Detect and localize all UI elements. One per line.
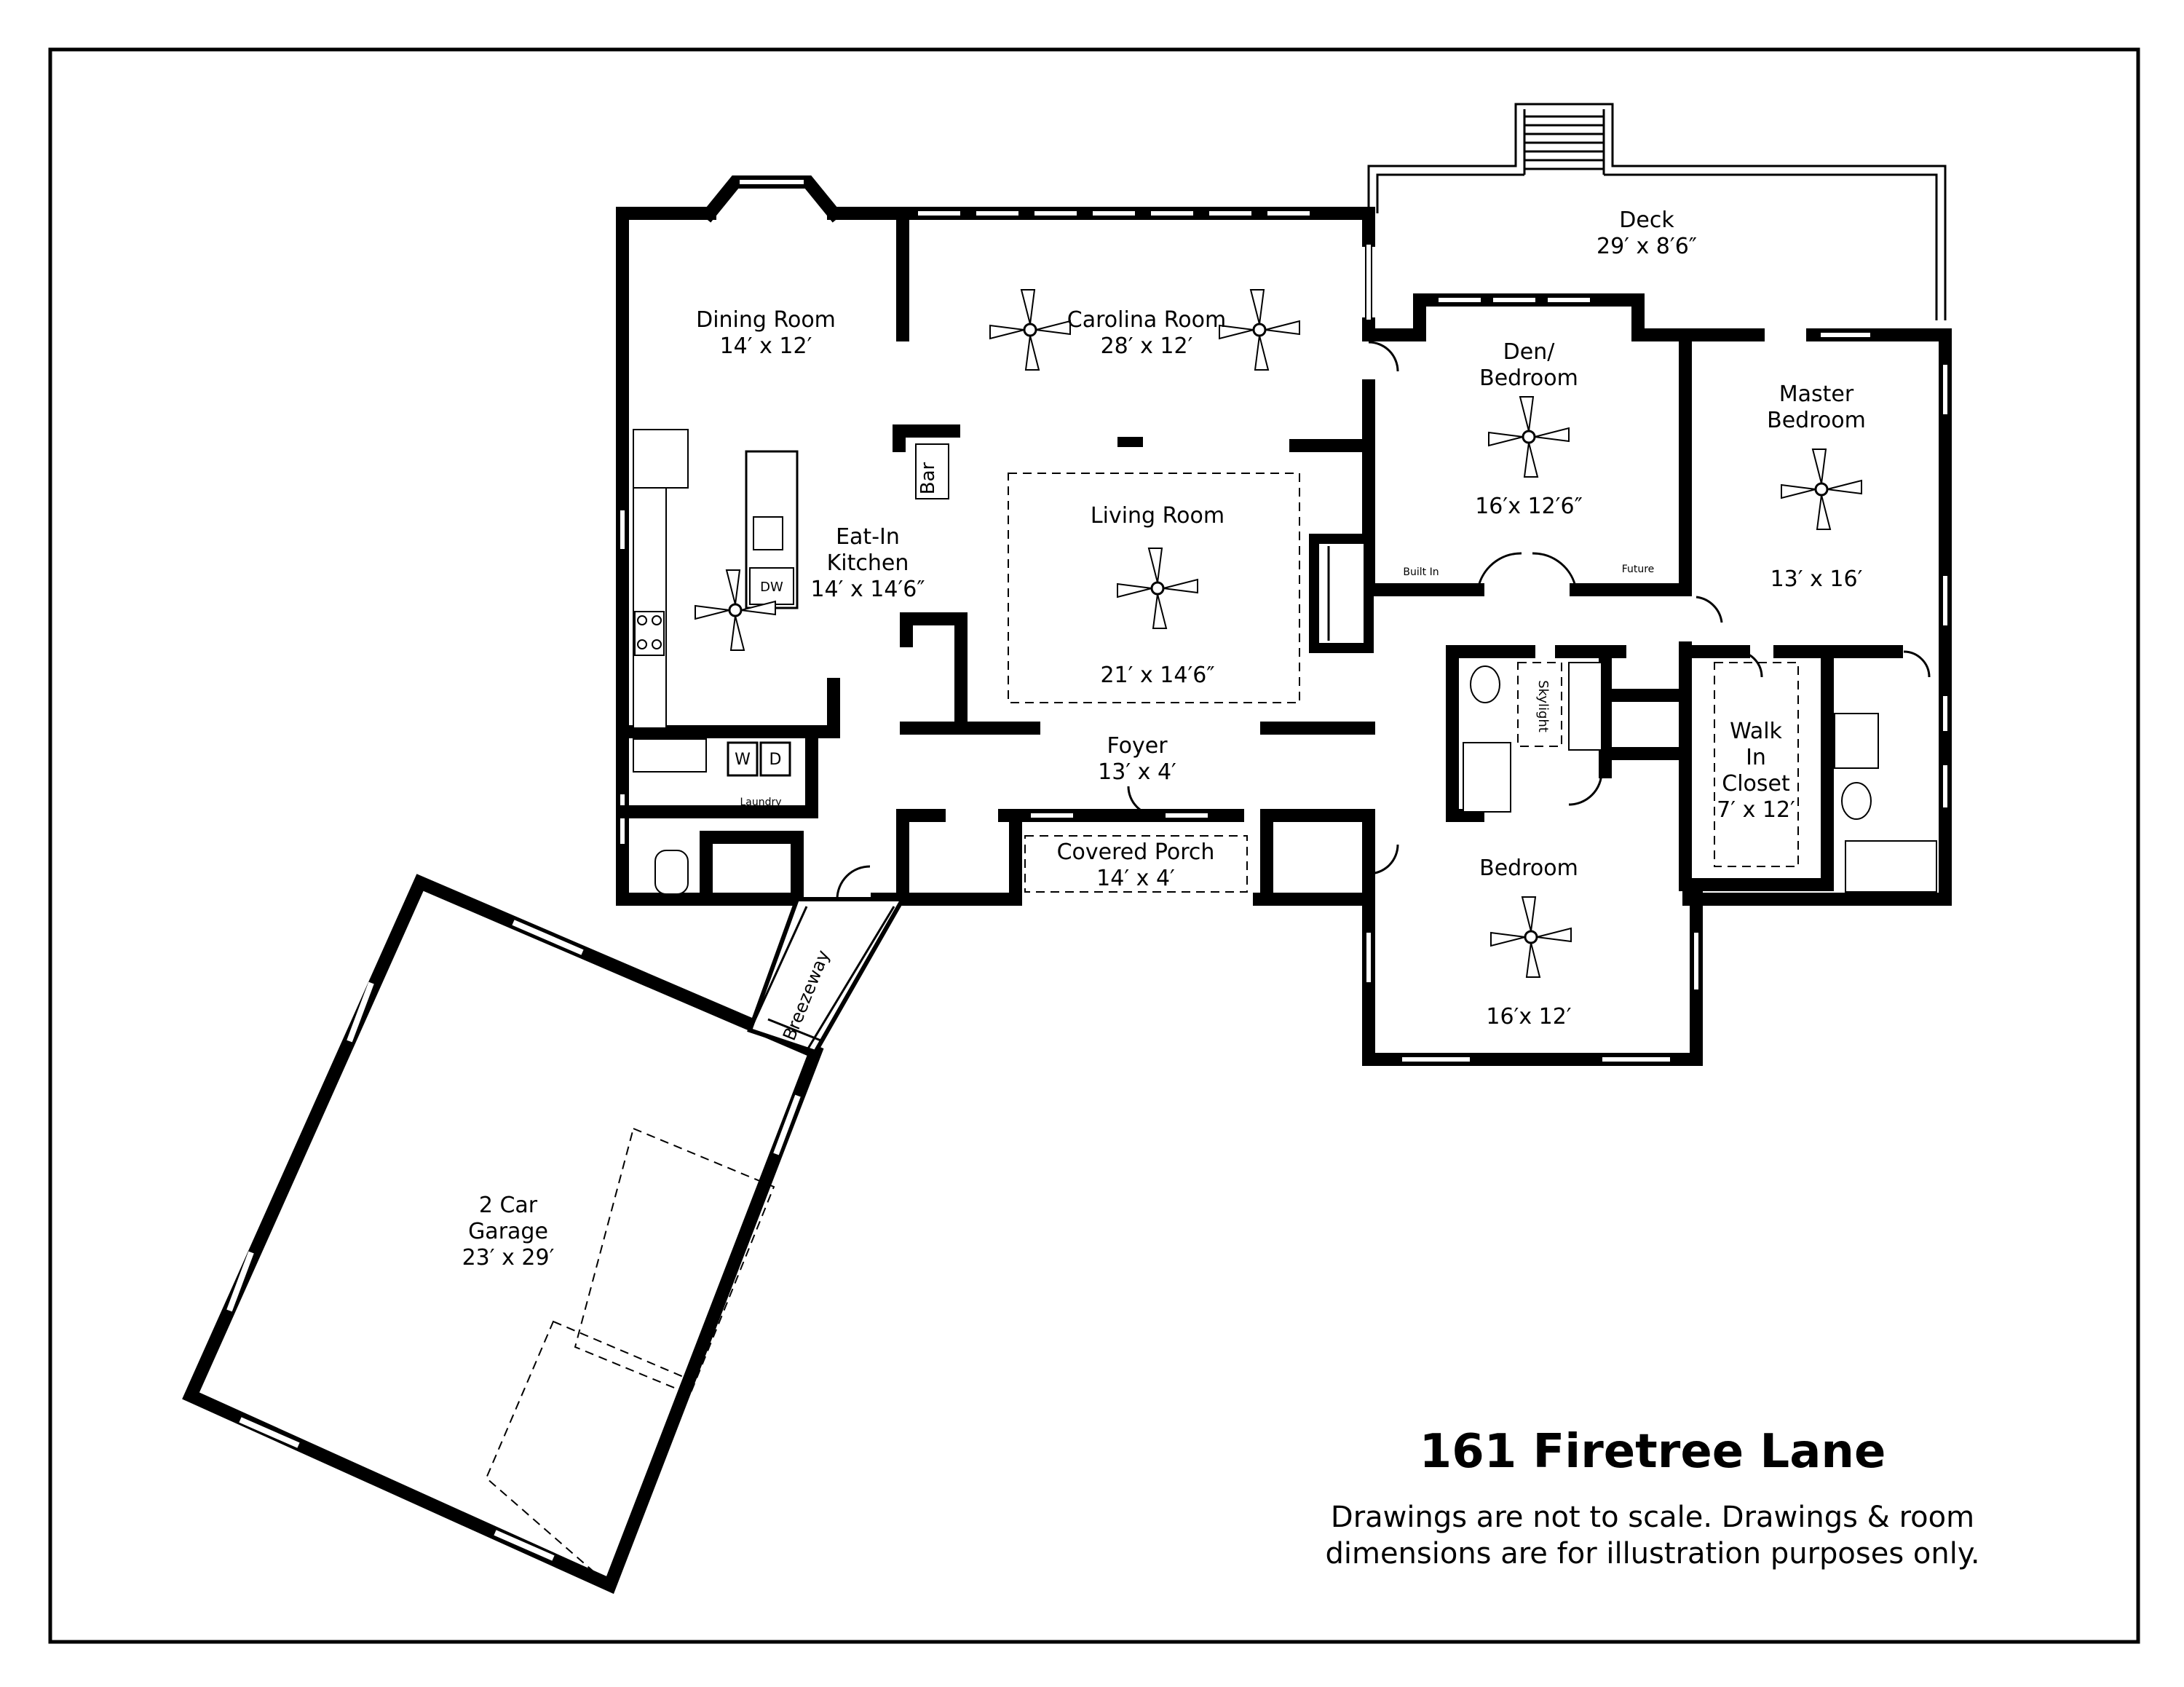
bar-label: Bar	[917, 462, 939, 494]
porch-size: 14′ x 4′	[1096, 866, 1175, 891]
dashed-outlines	[1008, 473, 1799, 893]
master-size: 13′ x 16′	[1770, 566, 1863, 592]
dishwasher-label: DW	[760, 580, 783, 595]
dryer-label: D	[769, 751, 782, 769]
garage-structure	[182, 874, 907, 1595]
bedroom-size: 16′x 12′	[1486, 1004, 1571, 1030]
washer-label: W	[735, 751, 751, 769]
skylight-label: Skylight	[1535, 680, 1551, 732]
future-label: Future	[1622, 564, 1655, 575]
fan-icon	[1781, 449, 1862, 530]
dining-room-size: 14′ x 12′	[720, 333, 812, 359]
fan-icon	[1219, 289, 1300, 371]
disclaimer-line-1: Drawings are not to scale. Drawings & ro…	[1331, 1501, 1974, 1534]
garage-size: 23′ x 29′	[462, 1245, 555, 1271]
den-name-line2: Bedroom	[1479, 366, 1578, 391]
porch-name: Covered Porch	[1057, 839, 1215, 865]
carolina-room-name: Carolina Room	[1067, 307, 1226, 333]
closet-name-line3: Closet	[1722, 771, 1790, 797]
closet-size: 7′ x 12′	[1717, 797, 1795, 823]
garage-name-line2: Garage	[468, 1219, 548, 1244]
page-border	[48, 47, 2140, 1644]
ceiling-fans	[695, 289, 1862, 978]
foyer-name: Foyer	[1107, 733, 1168, 759]
deck-size: 29′ x 8′6″	[1597, 234, 1697, 259]
fan-icon	[1117, 548, 1198, 629]
deck-stairs	[1524, 115, 1604, 170]
den-size: 16′x 12′6″	[1475, 494, 1583, 519]
garage-name-line1: 2 Car	[479, 1193, 538, 1218]
property-address: 161 Firetree Lane	[1420, 1425, 1886, 1479]
deck-outline	[1367, 103, 1947, 320]
bedroom-name: Bedroom	[1479, 856, 1578, 881]
closet-name-line2: In	[1746, 745, 1766, 770]
built-in-label: Built In	[1403, 566, 1439, 578]
master-name-line1: Master	[1779, 382, 1854, 407]
garage-parking-spaces	[485, 1127, 775, 1589]
bedroom-windows	[1365, 931, 1700, 1063]
room-labels: Dining Room 14′ x 12′ Carolina Room 28′ …	[462, 208, 1866, 1271]
deck-name: Deck	[1619, 208, 1674, 233]
bay-window	[700, 175, 843, 223]
bath-fixtures	[1463, 662, 1937, 893]
fixture-labels: Bar DW W D Laundry Skylight Built In Fut…	[735, 462, 1654, 808]
fan-icon	[989, 289, 1071, 371]
living-room-size: 21′ x 14′6″	[1100, 663, 1214, 688]
living-room-name: Living Room	[1091, 503, 1224, 529]
interior-walls	[616, 207, 1903, 906]
master-windows	[1819, 331, 1949, 809]
kitchen-name-line1: Eat-In	[836, 524, 900, 550]
garage-windows	[226, 920, 801, 1561]
master-name-line2: Bedroom	[1767, 408, 1866, 433]
kitchen-fixtures	[633, 429, 949, 895]
carolina-room-size: 28′ x 12′	[1101, 333, 1193, 359]
west-windows	[619, 509, 626, 845]
south-windows	[1029, 812, 1209, 819]
fan-icon	[695, 569, 776, 651]
doors	[836, 341, 1931, 900]
closet-name-line1: Walk	[1730, 719, 1782, 744]
fan-icon	[1490, 896, 1572, 978]
kitchen-size: 14′ x 14′6″	[810, 577, 925, 602]
dining-room-name: Dining Room	[696, 307, 836, 333]
foyer-size: 13′ x 4′	[1098, 759, 1176, 785]
den-windows	[1437, 296, 1591, 304]
fan-icon	[1488, 396, 1570, 478]
laundry-label: Laundry	[740, 797, 781, 808]
disclaimer-line-2: dimensions are for illustration purposes…	[1325, 1537, 1979, 1571]
kitchen-name-line2: Kitchen	[827, 550, 909, 576]
title-block: 161 Firetree Lane Drawings are not to sc…	[1325, 1425, 1979, 1571]
carolina-windows	[917, 210, 1372, 321]
den-name-line1: Den/	[1503, 339, 1556, 365]
